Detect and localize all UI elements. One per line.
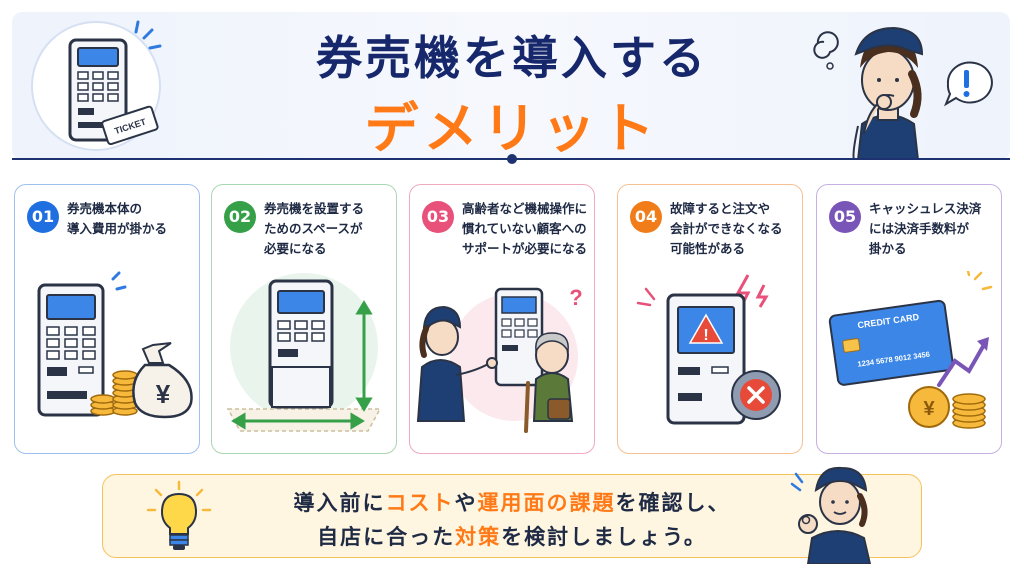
card-05: 05 キャッシュレス決済 には決済手数料が 掛かる CREDIT CARD 12…	[816, 184, 1002, 454]
footer-text: や	[454, 491, 478, 515]
card-number: 05	[829, 201, 861, 233]
divider-dot	[507, 154, 517, 164]
footer-text: を検討しましょう。	[501, 525, 707, 549]
header-banner	[12, 12, 1010, 160]
broken-ticket-machine-icon: !	[636, 274, 781, 425]
ok-sign-staff-icon	[790, 466, 872, 564]
card-04: 04 故障すると注文や 会計ができなくなる 可能性がある !	[617, 184, 803, 454]
card-number: 03	[422, 201, 454, 233]
footer-text: を確認し、	[615, 491, 731, 515]
credit-card-fee-icon: CREDIT CARD 1234 5678 9012 3456 ¥	[828, 271, 993, 429]
warning-mark: !	[703, 327, 708, 344]
card-text: 高齢者など機械操作に 慣れていない顧客への サポートが必要になる	[462, 201, 588, 256]
ticket-machine-with-money-icon: ¥	[37, 271, 193, 419]
card-text: 券売機本体の 導入費用が掛かる	[67, 201, 168, 236]
card-02: 02 券売機を設置する ためのスペースが 必要になる	[211, 184, 397, 454]
footer-text: 導入前に	[293, 491, 386, 515]
card-text: キャッシュレス決済 には決済手数料が 掛かる	[869, 201, 982, 256]
page-title-line2: デメリット	[364, 97, 660, 160]
card-01: 01 券売機本体の 導入費用が掛かる ¥	[14, 184, 200, 454]
footer-line2: 自店に合った対策を検討しましょう。	[103, 521, 921, 551]
card-number: 04	[630, 201, 662, 233]
footer-line1: 導入前にコストや運用面の課題を確認し、	[103, 487, 921, 517]
yen-coin-symbol: ¥	[923, 398, 935, 420]
highlight-text: コスト	[385, 491, 455, 515]
ticket-machine-space-icon	[226, 273, 382, 432]
question-mark: ?	[569, 285, 582, 310]
page-title-line1: 券売機を導入する	[316, 31, 708, 85]
footer-message-box: 導入前にコストや運用面の課題を確認し、 自店に合った対策を検討しましょう。	[102, 474, 922, 558]
staff-helping-elderly-icon: ?	[416, 285, 583, 433]
highlight-text: 対策	[455, 525, 502, 549]
ticket-machine-header-icon: TICKET	[31, 20, 162, 151]
card-number: 02	[224, 201, 256, 233]
light-bulb-icon	[146, 480, 212, 550]
card-text: 故障すると注文や 会計ができなくなる 可能性がある	[670, 201, 783, 256]
card-text: 券売機を設置する ためのスペースが 必要になる	[264, 201, 365, 256]
card-number: 01	[27, 201, 59, 233]
card-03: 03 高齢者など機械操作に 慣れていない顧客への サポートが必要になる ?	[409, 184, 595, 454]
highlight-text: 運用面の課題	[477, 491, 616, 515]
footer-text: 自店に合った	[317, 525, 456, 549]
yen-symbol: ¥	[156, 379, 171, 409]
thinking-staff-icon	[813, 26, 993, 160]
